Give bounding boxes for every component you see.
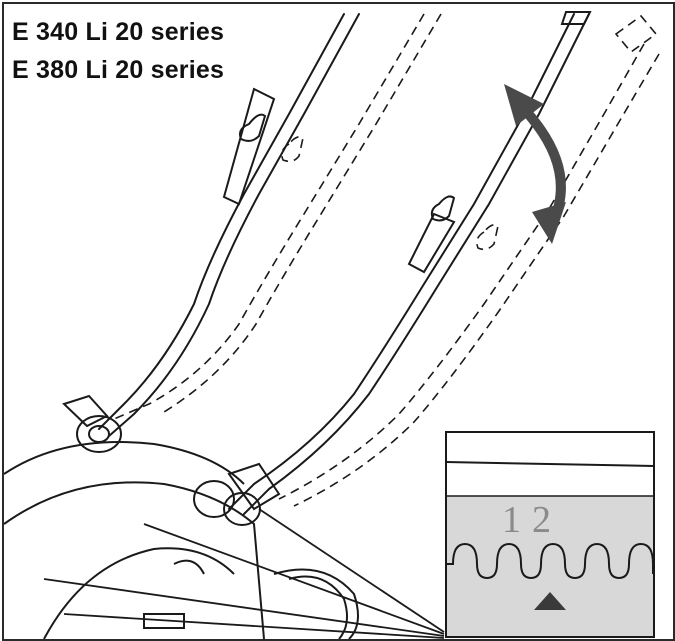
mower-handle-illustration: 1 2 [4, 11, 660, 639]
right-handle-solid [228, 11, 592, 515]
position-label-1: 1 [502, 499, 521, 541]
position-label-2: 2 [532, 499, 551, 541]
notch-rail [447, 542, 654, 580]
left-handle-solid [98, 13, 360, 437]
callout-lines [43, 508, 445, 639]
adjustment-arrow-icon [504, 84, 566, 244]
model-title-2: E 380 Li 20 series [12, 56, 225, 84]
model-title-1: E 340 Li 20 series [12, 18, 225, 46]
height-position-inset: 1 2 [445, 431, 655, 638]
pointer-triangle-icon [534, 592, 566, 610]
mower-body [4, 394, 359, 639]
left-handle-dashed [113, 13, 442, 420]
right-handle-dashed [278, 14, 660, 507]
